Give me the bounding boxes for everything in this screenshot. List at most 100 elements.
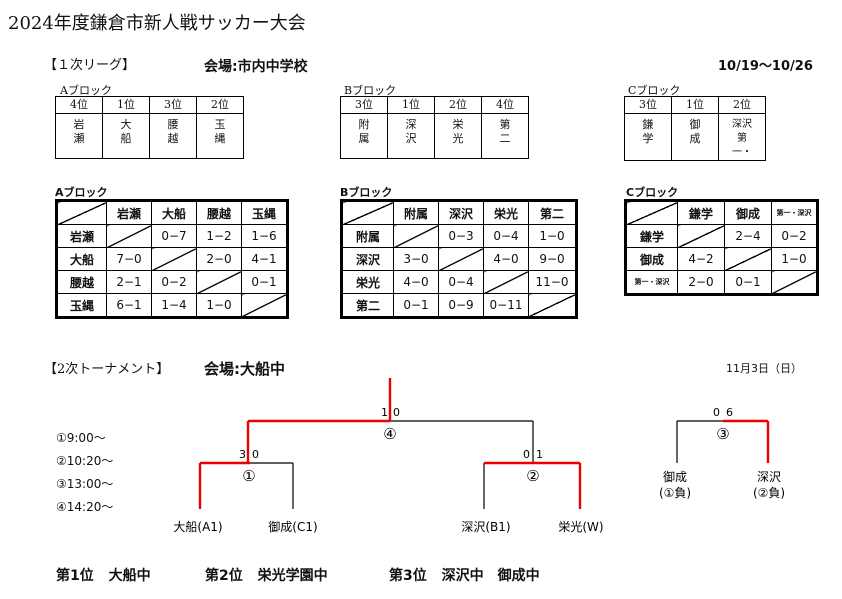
col-header: 腰越: [196, 201, 242, 225]
tournament-date: 11月3日（日）: [726, 362, 802, 375]
corner-cell: [626, 201, 678, 225]
score-cell: 0−1: [393, 293, 439, 317]
score-cell: 0−4: [438, 270, 484, 294]
match-mark: ③: [716, 425, 729, 443]
score: 6: [726, 406, 733, 419]
league-table-b-label: Bブロック: [340, 186, 393, 199]
diag-cell: [438, 247, 484, 271]
score-cell: 9−0: [528, 247, 576, 271]
match-mark: ④: [383, 425, 396, 443]
team-cell: 附属: [340, 113, 388, 159]
diag-cell: [724, 247, 772, 271]
team-cell: 鎌学: [624, 113, 672, 161]
score-cell: 4−0: [393, 270, 439, 294]
score-cell: 0−1: [241, 270, 287, 294]
diag-cell: [106, 224, 152, 248]
result-3: 第3位 深沢中 御成中: [389, 565, 540, 585]
row-header: 御成: [626, 247, 678, 271]
row-header: 玉縄: [57, 293, 107, 317]
match-mark: ①: [242, 467, 255, 485]
score-cell: 0−9: [438, 293, 484, 317]
team-cell: 玉縄: [196, 113, 244, 159]
league-table-a: 岩瀬 大船 腰越 玉縄 岩瀬 0−7 1−2 1−6 大船 7−0 2−0 4−…: [55, 199, 289, 319]
result-team: 大船中: [108, 568, 151, 584]
rank-cell: 4位: [481, 96, 529, 114]
rank-box-a: 4位 1位 3位 2位 岩瀬 大船 腰越 玉縄: [55, 96, 244, 159]
col-header: 深沢: [438, 201, 484, 225]
league-table-c-label: Cブロック: [626, 186, 679, 199]
result-1: 第1位 大船中: [56, 565, 151, 585]
result-team: 栄光学園中: [257, 568, 328, 584]
league-dates: 10/19〜10/26: [718, 59, 813, 74]
score-cell: 4−1: [241, 247, 287, 271]
row-header: 第一・深沢: [626, 270, 678, 294]
diag-cell: [196, 270, 242, 294]
result-place: 第3位: [389, 568, 427, 584]
rank-box-b-label: Bブロック: [344, 84, 397, 97]
team-label: 御成(C1): [268, 519, 317, 534]
row-header: 第二: [342, 293, 394, 317]
result-place: 第2位: [205, 568, 243, 584]
tournament-venue: 会場:大船中: [204, 360, 285, 378]
team-label: 御成: [663, 469, 687, 484]
diag-cell: [483, 270, 529, 294]
team-label: (②負): [753, 486, 785, 500]
score-cell: 3−0: [393, 247, 439, 271]
score: 1: [381, 406, 388, 419]
team-cell: 深沢: [387, 113, 435, 159]
schedule-item: ②10:20〜: [56, 454, 114, 468]
team-label: (①負): [659, 486, 691, 500]
col-header: 第二: [528, 201, 576, 225]
result-2: 第2位 栄光学園中: [205, 565, 328, 585]
league-table-c: 鎌学 御成 第一・深沢 鎌学 2−4 0−2 御成 4−2 1−0 第一・深沢 …: [624, 199, 819, 296]
league-table-a-label: Aブロック: [55, 186, 108, 199]
score-cell: 2−1: [106, 270, 152, 294]
score: 1: [536, 448, 543, 461]
team-cell: 栄光: [434, 113, 482, 159]
team-label: 深沢: [757, 470, 781, 484]
diag-cell: [771, 270, 817, 294]
score-cell: 1−2: [196, 224, 242, 248]
league-venue: 会場:市内中学校: [204, 59, 308, 75]
rank-cell: 1位: [671, 96, 719, 114]
rank-box-c-label: Cブロック: [628, 84, 681, 97]
team-cell: 腰越: [149, 113, 197, 159]
col-header: 鎌学: [677, 201, 725, 225]
rank-cell: 4位: [55, 96, 103, 114]
team-label: 大船(A1): [173, 520, 222, 534]
league-table-b: 附属 深沢 栄光 第二 附属 0−3 0−4 1−0 深沢 3−0 4−0 9−…: [340, 199, 578, 319]
team-cell: 第二: [481, 113, 529, 159]
team-cell: 岩瀬: [55, 113, 103, 159]
team-cell: 深沢第一・: [718, 113, 766, 161]
score: 0: [393, 406, 400, 419]
score-cell: 0−2: [151, 270, 197, 294]
schedule-item: ④14:20〜: [56, 500, 114, 514]
row-header: 岩瀬: [57, 224, 107, 248]
team-label: 栄光(W): [558, 520, 603, 534]
rank-box-c: 3位 1位 2位 鎌学 御成 深沢第一・: [624, 96, 766, 161]
score-cell: 0−2: [771, 224, 817, 248]
league-header: 【１次リーグ】: [44, 58, 136, 73]
rank-box-b: 3位 1位 2位 4位 附属 深沢 栄光 第二: [340, 96, 529, 159]
score: 0: [713, 406, 720, 419]
col-header: 岩瀬: [106, 201, 152, 225]
score-cell: 7−0: [106, 247, 152, 271]
diag-cell: [241, 293, 287, 317]
col-header: 第一・深沢: [771, 201, 817, 225]
row-header: 腰越: [57, 270, 107, 294]
page-title: 2024年度鎌倉市新人戦サッカー大会: [8, 13, 306, 34]
score-cell: 0−11: [483, 293, 529, 317]
result-team: 深沢中 御成中: [441, 568, 540, 584]
rank-box-a-label: Aブロック: [60, 84, 112, 97]
match-mark: ②: [526, 467, 539, 485]
schedule-item: ①9:00〜: [56, 431, 106, 445]
score: 0: [252, 448, 259, 461]
score-cell: 2−0: [677, 270, 725, 294]
team-cell: 大船: [102, 113, 150, 159]
result-place: 第1位: [56, 568, 94, 584]
col-header: 御成: [724, 201, 772, 225]
tournament-header: 【2次トーナメント】: [44, 362, 170, 377]
score: 3: [239, 448, 246, 461]
schedule-list: ①9:00〜 ②10:20〜 ③13:00〜 ④14:20〜: [56, 427, 113, 519]
